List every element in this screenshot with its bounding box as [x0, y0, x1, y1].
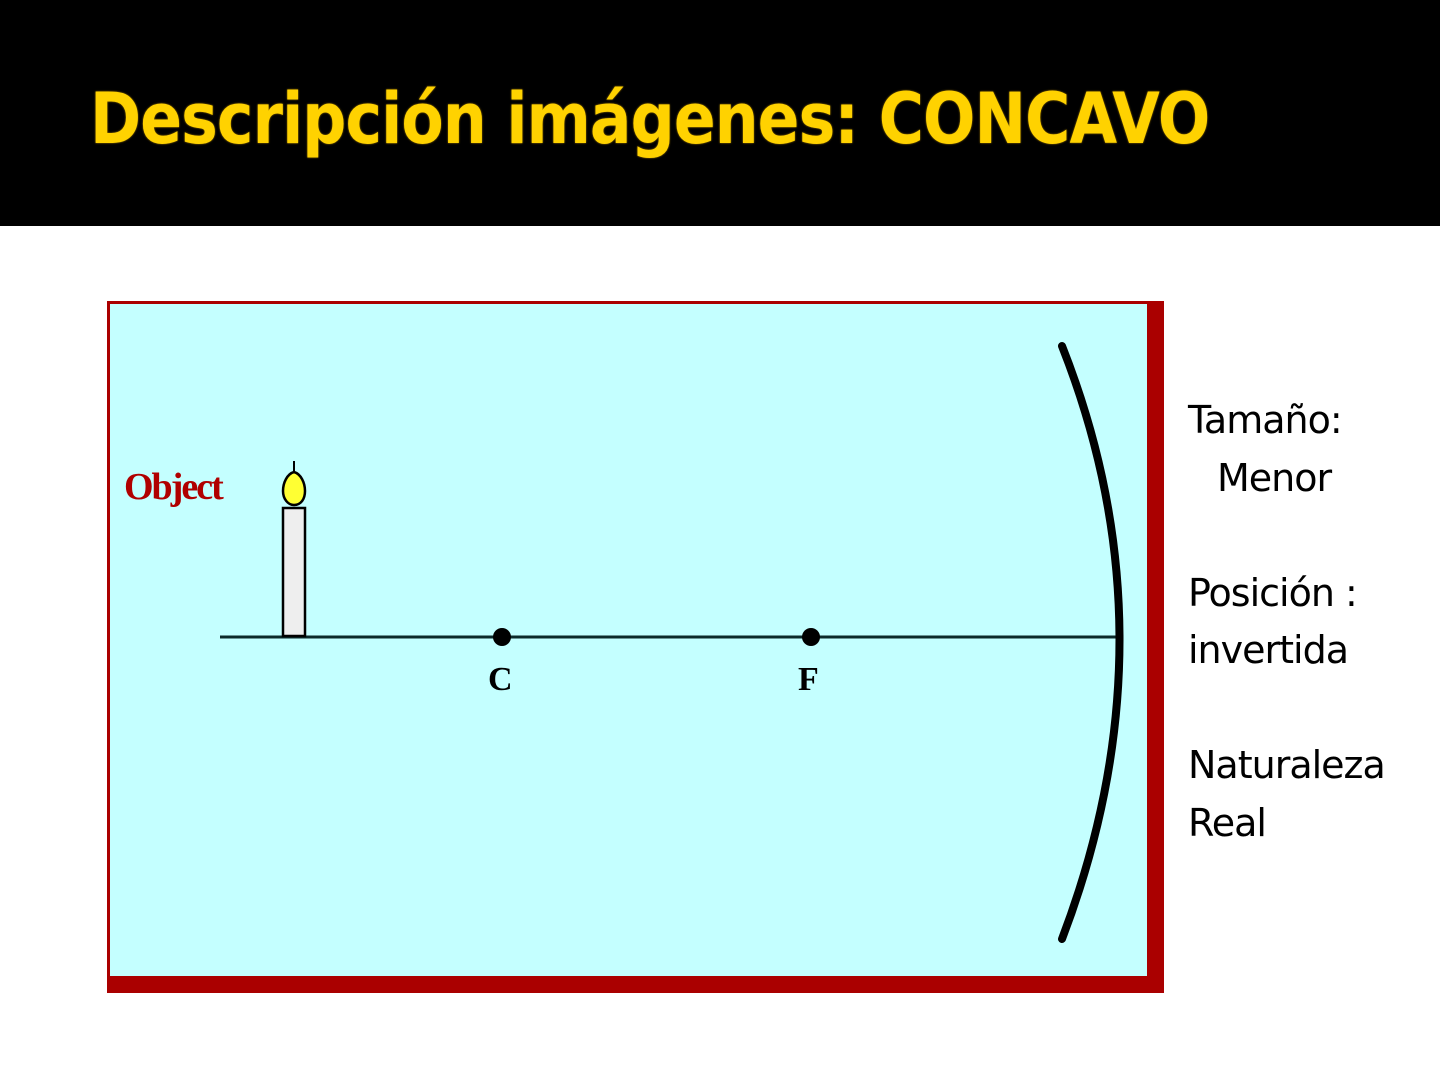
size-value: Menor	[1217, 455, 1332, 500]
center-of-curvature-point: C	[488, 628, 513, 698]
concave-mirror-icon	[1058, 342, 1124, 943]
candle-icon	[281, 461, 307, 638]
mirror-diagram: Object C F	[107, 301, 1164, 993]
nature-value: Real	[1188, 800, 1267, 845]
point-c-label: C	[488, 661, 513, 698]
diagram-background	[110, 304, 1147, 976]
image-description: Tamaño: Menor Posición : invertida Natur…	[1188, 392, 1386, 852]
point-f-label: F	[798, 661, 819, 698]
slide-title: Descripción imágenes: CONCAVO	[90, 78, 1210, 160]
focal-point: F	[798, 628, 820, 698]
position-label: Posición :	[1188, 570, 1358, 615]
title-bar: Descripción imágenes: CONCAVO	[0, 0, 1440, 226]
nature-label: Naturaleza	[1188, 743, 1386, 787]
spacer	[1188, 507, 1385, 565]
position-value: invertida	[1188, 628, 1349, 672]
size-label: Tamaño:	[1188, 398, 1343, 442]
spacer	[1188, 680, 1385, 738]
object-label: Object	[124, 466, 224, 508]
